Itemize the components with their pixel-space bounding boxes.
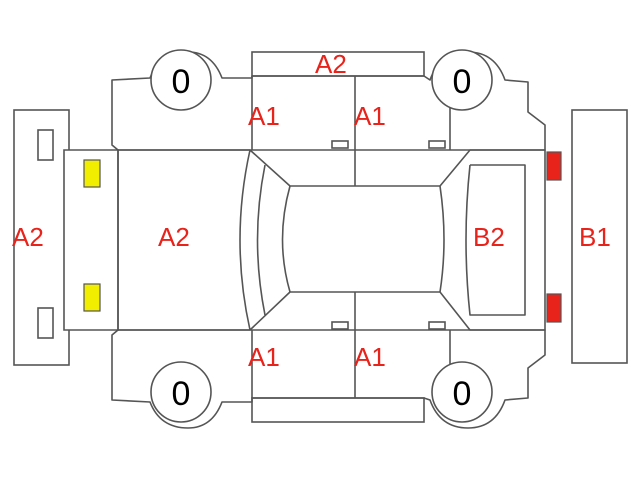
rear-bumper: [571, 109, 628, 364]
label-door-rear-lower: A1: [354, 342, 386, 372]
door-handle: [428, 321, 446, 330]
headlight-lower: [83, 283, 101, 312]
label-trunk: B2: [473, 222, 505, 252]
front-bumper: [13, 109, 70, 366]
tire-tread-rear-lower: 0: [453, 375, 472, 413]
car-side-lower: [111, 329, 546, 429]
tire-rear-upper: [431, 49, 493, 111]
label-door-front-upper: A1: [248, 101, 280, 131]
tire-tread-front-upper: 0: [172, 63, 191, 101]
label-door-rear-upper: A1: [354, 101, 386, 131]
headlight-upper: [83, 159, 101, 188]
door-handle: [331, 140, 349, 149]
tire-tread-rear-upper: 0: [453, 63, 472, 101]
rear-window: [439, 164, 526, 316]
label-door-front-lower: A1: [248, 342, 280, 372]
label-roof-top: A2: [315, 49, 347, 79]
tire-rear-lower: [431, 361, 493, 423]
taillight-lower: [546, 293, 562, 323]
windshield: [239, 149, 291, 331]
label-hood: A2: [158, 222, 190, 252]
side-sill-top: [251, 51, 425, 77]
label-rear-bumper: B1: [579, 222, 611, 252]
door-handle: [331, 321, 349, 330]
tire-front-lower: [150, 361, 212, 423]
label-front-bumper: A2: [12, 222, 44, 252]
tire-tread-front-lower: 0: [172, 375, 191, 413]
side-sill-bottom: [251, 397, 425, 423]
tire-front-upper: [150, 49, 212, 111]
taillight-upper: [546, 151, 562, 181]
door-handle: [428, 140, 446, 149]
